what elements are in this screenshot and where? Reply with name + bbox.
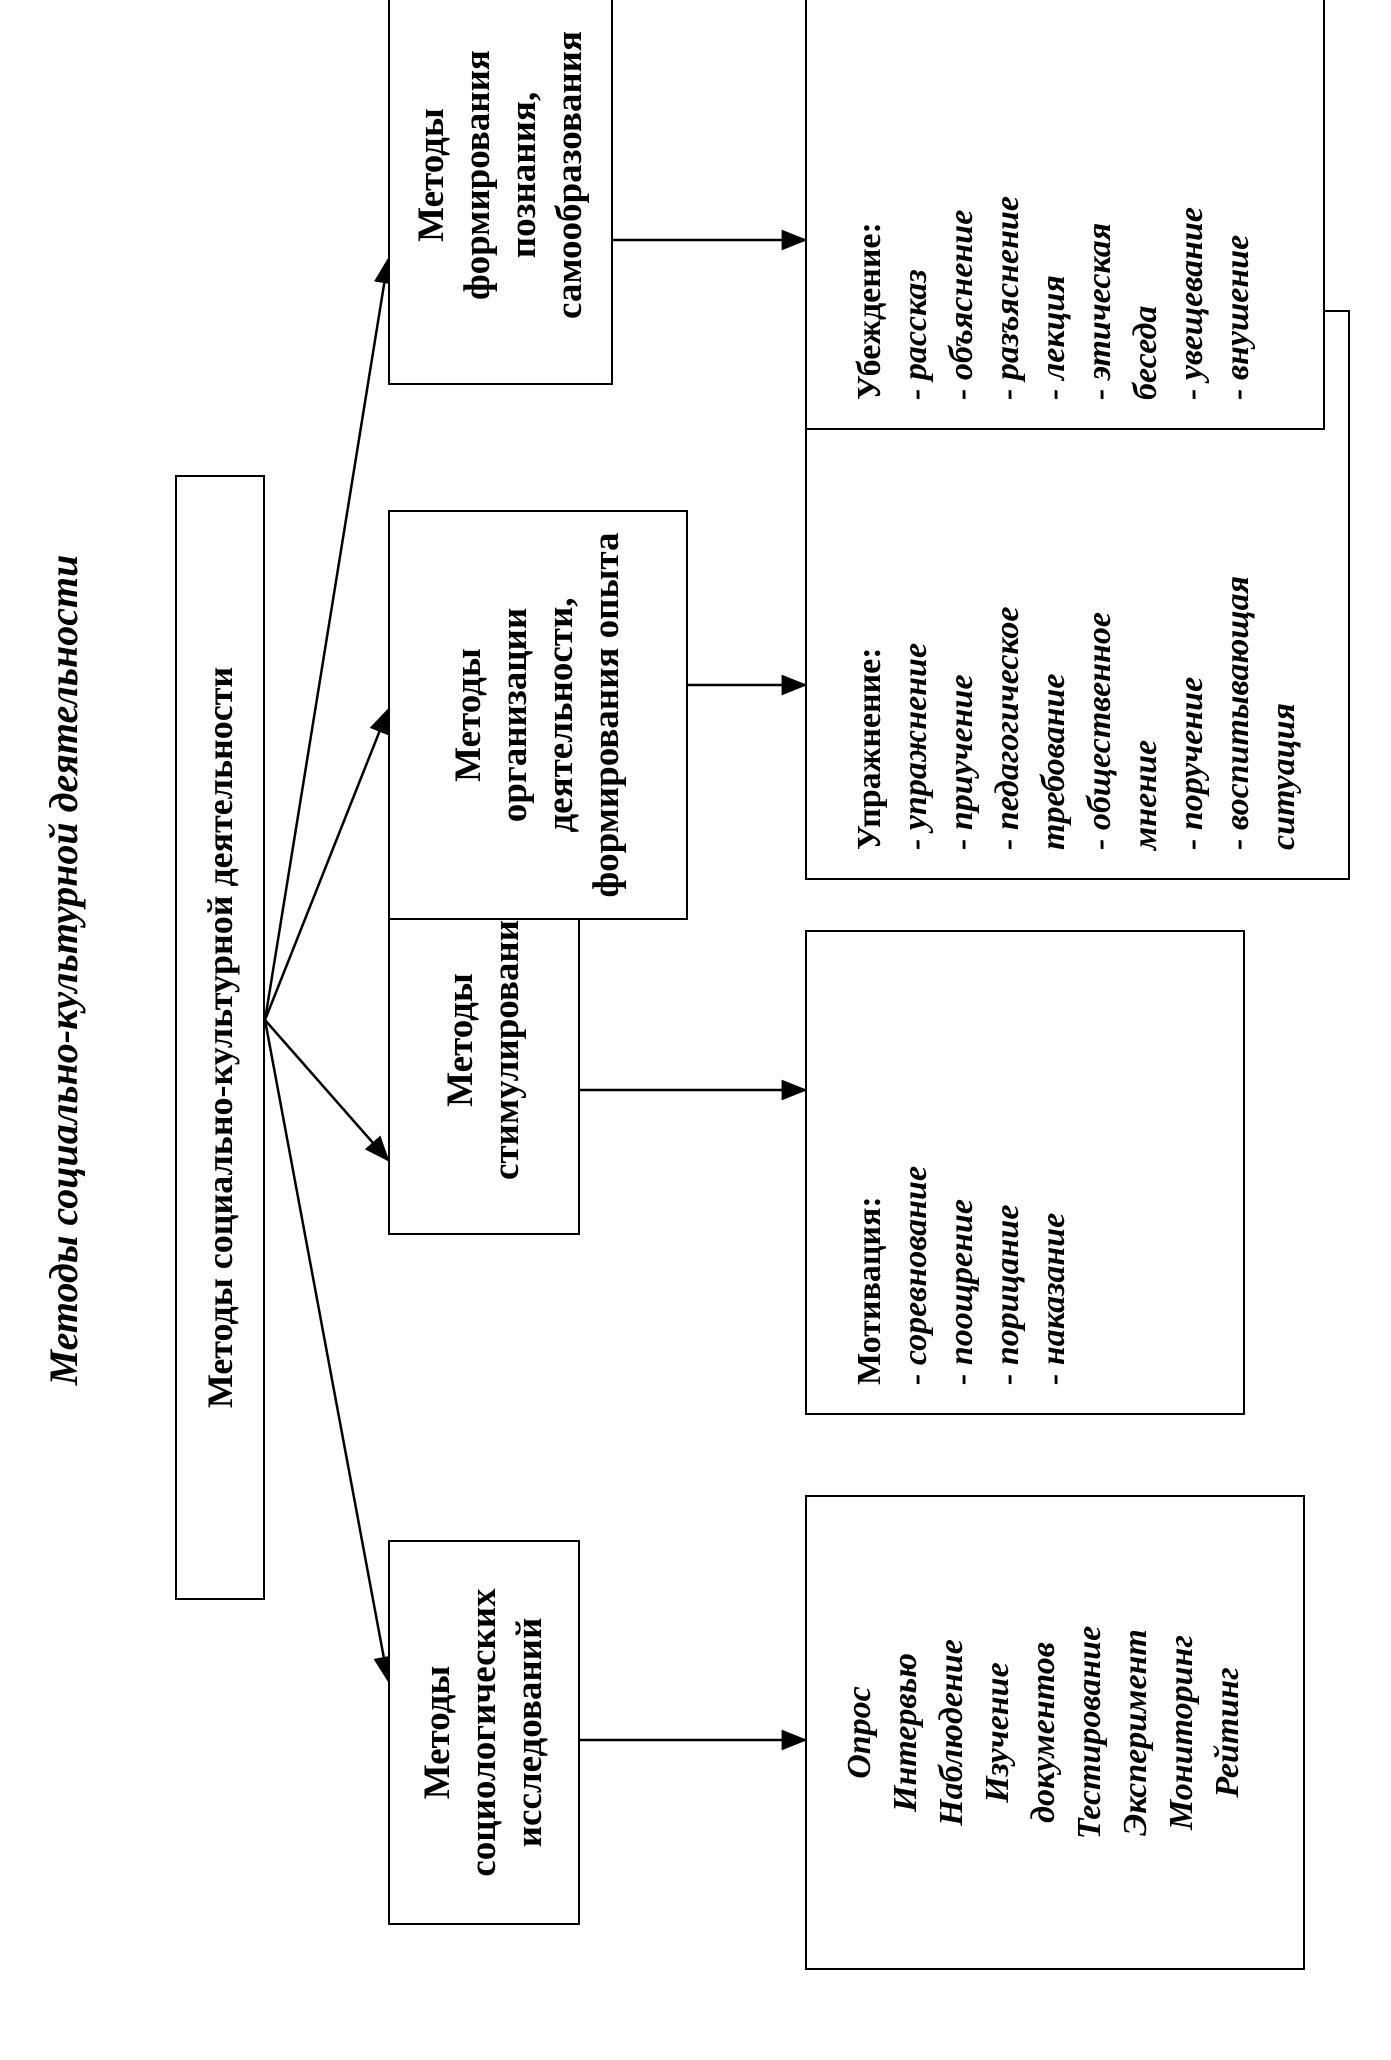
persuasion-item: - разъяснение: [989, 196, 1026, 400]
persuasion-item: - внушение: [1219, 234, 1256, 400]
motivation-item: - соревнование: [897, 1165, 934, 1385]
root-node: Методы социально-культурной деятельности: [175, 475, 265, 1600]
category-line: Методы: [417, 1665, 458, 1800]
category-line: исследований: [509, 1617, 550, 1848]
motivation-box: Мотивация: - соревнование - поощрение - …: [805, 930, 1245, 1415]
motivation-heading: Мотивация:: [851, 1196, 888, 1385]
motivation-item: - наказание: [1035, 1212, 1072, 1385]
research-item: Интервью: [887, 1653, 924, 1812]
category-line: социологических: [463, 1588, 504, 1877]
category-line: Методы: [410, 108, 452, 242]
persuasion-heading: Убеждение:: [851, 222, 888, 400]
category-line: Методы: [440, 973, 481, 1107]
category-line: организации: [494, 607, 535, 823]
research-item: Наблюдение: [933, 1639, 970, 1826]
category-line: самообразования: [548, 30, 590, 320]
diagram-title: Методы социально-культурной деятельности: [41, 554, 86, 1386]
persuasion-item: - рассказ: [897, 269, 934, 400]
persuasion-item: - увещевание: [1173, 206, 1210, 400]
research-item: документов: [1025, 1642, 1062, 1823]
persuasion-item: - этическая: [1081, 222, 1118, 400]
research-item: Эксперимент: [1117, 1629, 1154, 1836]
research-item: Мониторинг: [1163, 1635, 1200, 1830]
arrow-root-to-research: [263, 1019, 394, 1683]
category-line: формирования опыта: [586, 532, 627, 898]
research-item: Изучение: [979, 1662, 1016, 1803]
category-line: стимулирования: [486, 899, 527, 1181]
category-line: формирования: [456, 50, 498, 300]
arrow-root-to-organization: [263, 707, 390, 1021]
category-cognition: Методы формирования познания, самообразо…: [388, 0, 613, 385]
persuasion-item: - объяснение: [943, 209, 980, 400]
root-label: Методы социально-культурной деятельности: [200, 666, 240, 1409]
category-research: Методы социологических исследований: [388, 1540, 580, 1925]
motivation-item: - порицание: [989, 1204, 1026, 1385]
research-item: Опрос: [841, 1686, 878, 1779]
motivation-item: - поощрение: [943, 1198, 980, 1385]
arrow-root-to-cognition: [263, 257, 395, 1021]
persuasion-item: беседа: [1127, 305, 1164, 400]
category-organization: Методы организации деятельности, формиро…: [388, 510, 688, 920]
category-line: деятельности,: [540, 597, 581, 833]
persuasion-item: - лекция: [1035, 275, 1072, 400]
persuasion-box: Убеждение: - рассказ - объяснение - разъ…: [805, 0, 1325, 430]
research-methods-box: Опрос Интервью Наблюдение Изучение докум…: [805, 1495, 1305, 1970]
category-line: Методы: [448, 648, 489, 782]
research-item: Тестирование: [1071, 1625, 1108, 1840]
research-item: Рейтинг: [1209, 1667, 1246, 1798]
category-line: познания,: [502, 91, 544, 259]
arrow-root-to-stimulation: [264, 1019, 390, 1162]
